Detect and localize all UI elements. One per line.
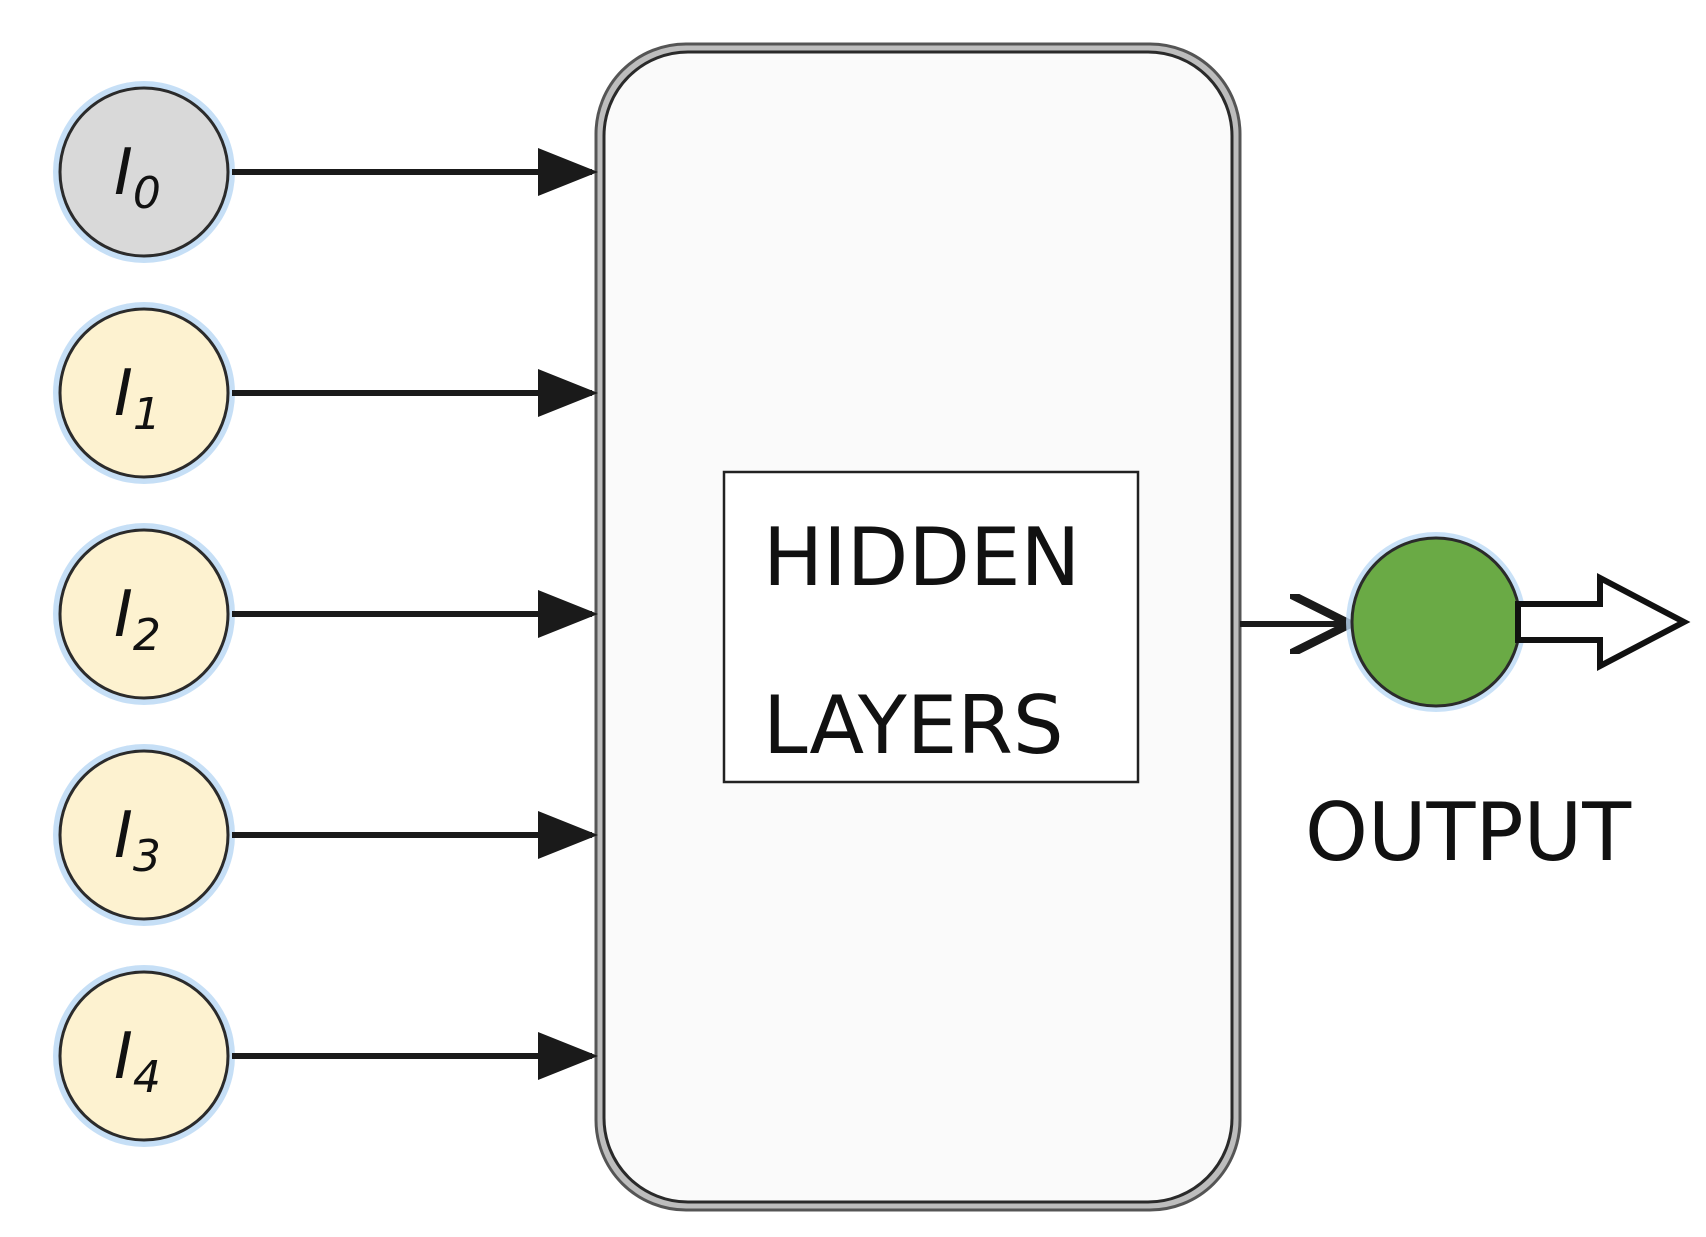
input-node-4: I4 [53,965,598,1147]
input-node-1: I1 [53,302,598,484]
input-node-label-main: I [114,799,133,873]
input-node-label: I3 [114,799,161,882]
hidden-label-line2: LAYERS [763,679,1064,772]
input-node-circle [58,307,230,479]
input-node-circle [58,528,230,700]
input-node-3: I3 [53,744,598,926]
input-node-label-main: I [114,578,133,652]
input-node-label-subscript: 0 [133,168,161,219]
input-node-label-subscript: 4 [133,1052,161,1103]
input-node-label-main: I [114,136,133,210]
hidden-label-line1: HIDDEN [763,511,1080,604]
input-node-label: I1 [114,357,161,440]
input-node-circle [58,749,230,921]
input-node-label-main: I [114,357,133,431]
input-node-circle [58,86,230,258]
input-node-label-subscript: 2 [133,610,161,661]
input-node-label-subscript: 3 [133,831,161,882]
input-node-label: I4 [114,1020,161,1103]
input-node-label-subscript: 1 [133,389,161,440]
output-arrow-icon [1515,573,1691,671]
output-node-circle [1350,536,1522,708]
input-node-label: I0 [114,136,161,219]
input-node-2: I2 [53,523,598,705]
output-node [1346,532,1526,712]
hidden-layers-label-box: HIDDEN LAYERS [722,470,1140,784]
input-node-label: I2 [114,578,161,661]
output-label: OUTPUT [1305,786,1632,879]
input-node-0: I0 [53,81,598,263]
input-node-label-main: I [114,1020,133,1094]
input-node-circle [58,970,230,1142]
